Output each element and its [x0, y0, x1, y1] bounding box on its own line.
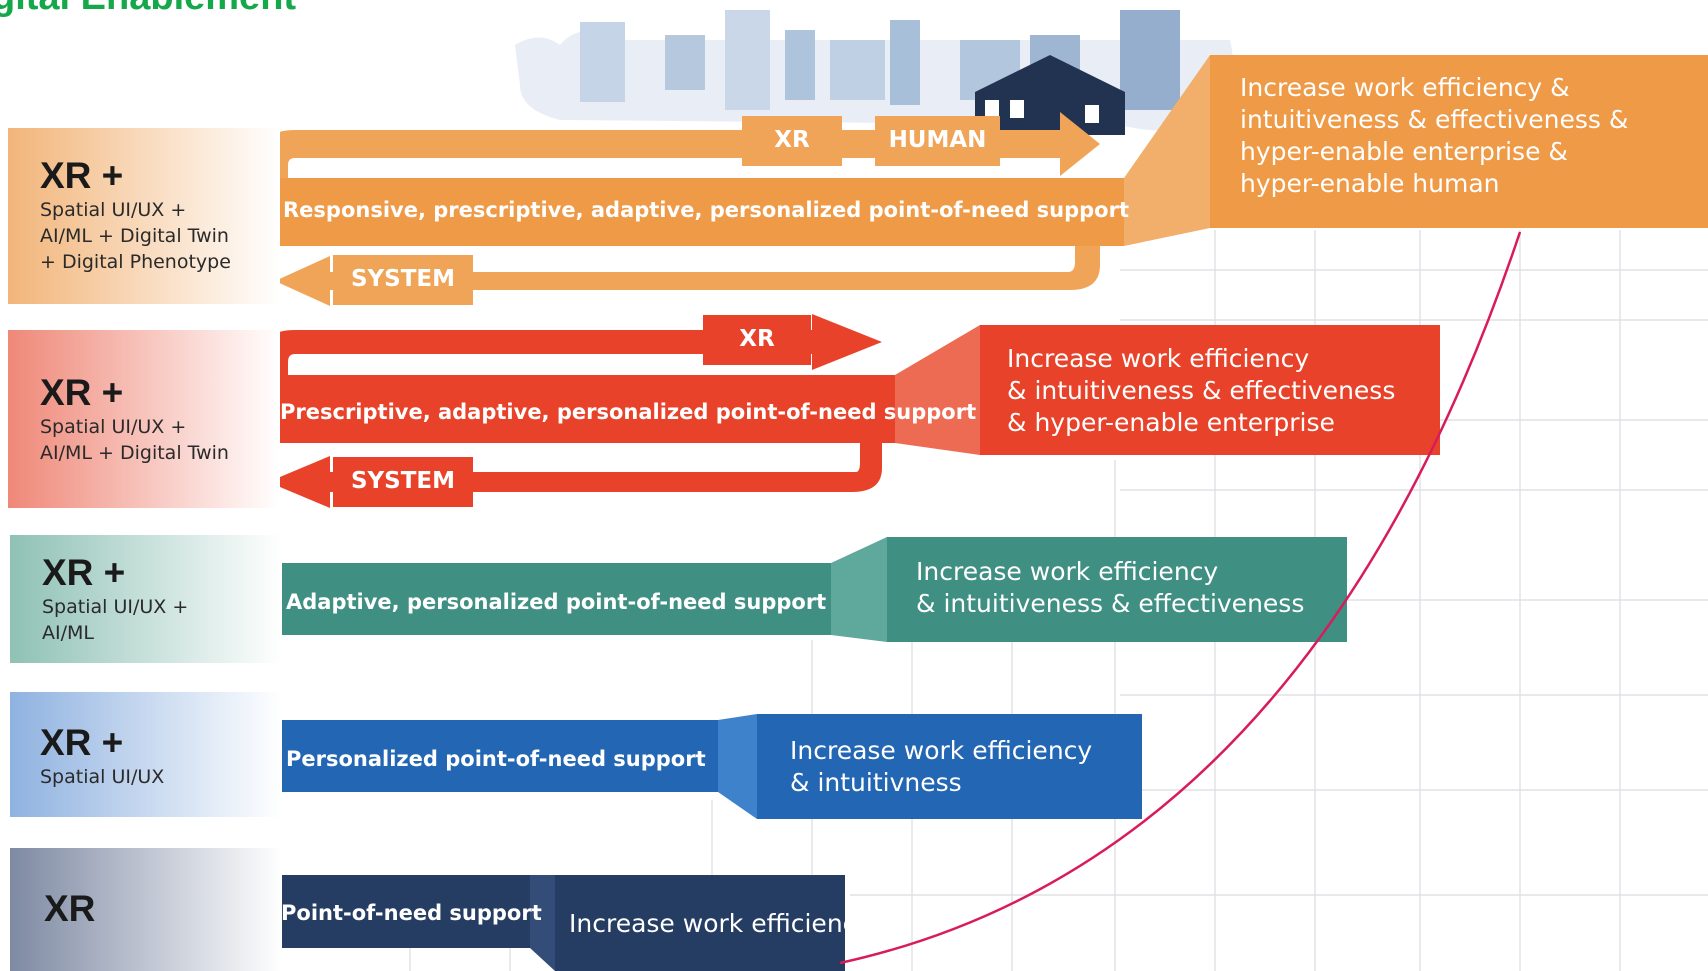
level5-label-main: XR +	[40, 155, 124, 196]
level4-label-line: Spatial UI/UX +	[40, 416, 187, 438]
level3-connector	[831, 537, 887, 642]
level3-bar-text: Adaptive, personalized point-of-need sup…	[286, 590, 827, 614]
level1-outcome-text: Increase work efficiency	[569, 909, 872, 938]
growth-curve	[839, 231, 1522, 965]
level2-bar	[263, 720, 718, 792]
level4-label-line: AI/ML + Digital Twin	[40, 442, 229, 464]
level5-label-line: + Digital Phenotype	[40, 251, 231, 273]
level1-bar-text: Point-of-need support	[281, 901, 542, 925]
level4-label-panel	[8, 330, 280, 508]
level2-label-panel	[10, 692, 282, 817]
level5-label: XR + Spatial UI/UX + AI/ML + Digital Twi…	[40, 155, 231, 275]
level5-system-tag: SYSTEM	[350, 266, 456, 292]
level5-label-panel	[8, 128, 280, 304]
level5-xr-tag-box	[742, 116, 842, 166]
level5-outcome-text: Increase work efficiency & intuitiveness…	[1240, 73, 1629, 198]
level4-label: XR + Spatial UI/UX + AI/ML + Digital Twi…	[40, 372, 229, 466]
level3-label-main: XR +	[42, 552, 126, 593]
level5-outcome-box	[1210, 55, 1708, 228]
level5-bar	[260, 178, 1124, 246]
level3-outcome-box	[887, 537, 1347, 642]
level1-label: XR	[44, 888, 95, 930]
level1-connector	[530, 875, 555, 971]
level4-bar-text: Prescriptive, adaptive, personalized poi…	[280, 400, 977, 424]
level2-label-main: XR +	[40, 722, 124, 763]
level3-label: XR + Spatial UI/UX + AI/ML	[42, 552, 188, 646]
page-title: gital Enablement	[0, 0, 296, 19]
level4-xr-tag: XR	[739, 326, 775, 352]
level2-outcome-box	[757, 714, 1142, 819]
level2-connector	[718, 714, 757, 819]
level4-system-tag-box	[333, 457, 473, 507]
level4-outcome-text: Increase work efficiency & intuitiveness…	[1007, 344, 1396, 437]
level3-outcome-text: Increase work efficiency & intuitiveness…	[916, 557, 1305, 618]
level1-outcome-box	[555, 875, 845, 971]
level2-outcome-text: Increase work efficiency & intuitivness	[790, 736, 1093, 797]
level3-label-line: AI/ML	[42, 622, 94, 644]
level4-xr-tag-box	[703, 315, 811, 365]
level4-connector	[895, 325, 980, 455]
level5-human-tag-box	[875, 116, 1000, 166]
level4-system-tag: SYSTEM	[350, 468, 456, 494]
city-skyline-illustration	[515, 10, 1233, 135]
level1-label-main: XR	[44, 888, 96, 929]
level5-system-tag-box	[333, 255, 473, 305]
level2-label-line: Spatial UI/UX	[40, 766, 165, 788]
level3-bar	[263, 563, 831, 635]
level5-label-line: AI/ML + Digital Twin	[40, 225, 229, 247]
level5-connector	[1124, 55, 1210, 246]
level5-human-tag: HUMAN	[888, 127, 987, 153]
level2-label: XR + Spatial UI/UX	[40, 722, 164, 790]
level5-xr-tag: XR	[774, 127, 810, 153]
level4-bar	[260, 375, 895, 443]
level3-label-panel	[10, 535, 282, 663]
level4-label-main: XR +	[40, 372, 124, 413]
level2-bar-text: Personalized point-of-need support	[286, 747, 706, 771]
level1-label-panel	[10, 848, 282, 971]
level1-bar	[265, 875, 530, 948]
level3-label-line: Spatial UI/UX +	[42, 596, 189, 618]
level5-label-line: Spatial UI/UX +	[40, 199, 187, 221]
level4-outcome-box	[980, 325, 1440, 455]
level5-bar-text: Responsive, prescriptive, adaptive, pers…	[283, 198, 1129, 222]
